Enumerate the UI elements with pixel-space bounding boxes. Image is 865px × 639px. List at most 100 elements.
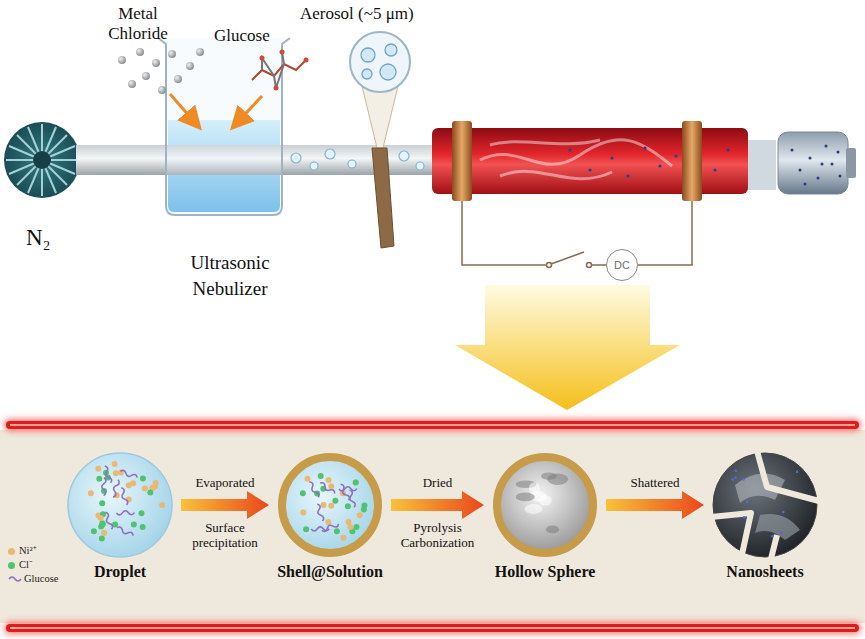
tube-furnace bbox=[452, 121, 472, 201]
shell-stage-shape bbox=[319, 481, 336, 495]
shell-stage-shape bbox=[357, 512, 363, 518]
reagent-label: Glucose bbox=[214, 26, 270, 46]
magnified-aerosol bbox=[362, 69, 372, 79]
stage-caption: Hollow Sphere bbox=[495, 563, 596, 581]
heating-circuit bbox=[462, 201, 692, 268]
process-band bbox=[10, 424, 855, 426]
collection-bottle bbox=[778, 132, 848, 194]
collection-bottle bbox=[791, 145, 842, 186]
collection-bottle bbox=[821, 163, 824, 166]
droplet-stage-shape bbox=[95, 466, 101, 472]
collection-bottle bbox=[809, 157, 812, 160]
feed-arrows bbox=[170, 94, 262, 126]
aerosol-droplets bbox=[399, 151, 409, 161]
magnified-aerosol bbox=[361, 48, 375, 62]
aerosol-droplets bbox=[348, 160, 356, 168]
droplet-stage: Droplet bbox=[63, 451, 177, 583]
tube-furnace bbox=[713, 168, 716, 171]
droplet-stage-shape bbox=[120, 469, 138, 479]
shell-stage-shape bbox=[339, 483, 351, 501]
tube-furnace bbox=[568, 148, 571, 151]
tube-furnace bbox=[682, 121, 702, 201]
beaker bbox=[158, 38, 290, 215]
process-arrow bbox=[391, 491, 484, 519]
nanosheet-stage-shape bbox=[711, 451, 819, 559]
shell-stage-shape bbox=[352, 480, 358, 486]
magnified-aerosol bbox=[350, 32, 410, 248]
tube-furnace bbox=[726, 148, 729, 151]
shell-stage-shape bbox=[325, 519, 331, 525]
nitrogen-fan bbox=[6, 124, 78, 196]
shell-stage-shape bbox=[340, 535, 346, 541]
nitrogen-fan bbox=[4, 122, 80, 198]
nanosheet-stage-shape bbox=[742, 478, 745, 481]
glucose-molecule bbox=[252, 50, 309, 91]
tube-furnace bbox=[643, 146, 646, 149]
shell-stage-shape bbox=[300, 509, 306, 515]
tube-furnace bbox=[674, 154, 677, 157]
shell-stage-shape bbox=[303, 526, 309, 532]
aerosol-droplets bbox=[291, 149, 424, 170]
gas-label: N₂ bbox=[26, 224, 51, 251]
heating-circuit bbox=[587, 263, 592, 268]
shell-stage-shape bbox=[353, 479, 359, 485]
stage-caption-group: Nanosheets bbox=[708, 563, 822, 581]
stage-caption-group: Hollow Sphere bbox=[488, 563, 602, 581]
aerosol-droplets bbox=[325, 149, 335, 159]
legend-row: Glucose bbox=[8, 572, 58, 586]
shell-stage-shape bbox=[318, 473, 324, 479]
metal-chloride-particles bbox=[158, 86, 166, 94]
collection-bottle bbox=[804, 183, 807, 186]
arrow-label: Shattered bbox=[630, 475, 679, 490]
arrow-label: Evaporated bbox=[195, 475, 254, 490]
droplet-stage-shape bbox=[99, 536, 105, 542]
nanosheet-stage-shape bbox=[771, 535, 774, 538]
droplet-stage-shape bbox=[88, 490, 94, 496]
droplet-stage-shape bbox=[91, 528, 97, 534]
shell-stage-shape bbox=[308, 481, 320, 499]
process-note: Surface precipitation bbox=[183, 520, 267, 551]
magnified-aerosol bbox=[362, 86, 398, 148]
legend-text: Cl⁻ bbox=[19, 559, 33, 571]
nanosheet-stage-shape bbox=[708, 451, 822, 559]
droplet-stage-shape bbox=[114, 492, 120, 498]
nanosheet-stage: Nanosheets bbox=[708, 451, 822, 583]
droplet-stage-shape bbox=[159, 502, 165, 508]
collection-bottle bbox=[846, 148, 856, 178]
hollow-sphere-stage-shape bbox=[546, 526, 559, 534]
hollow-sphere-stage-shape bbox=[497, 457, 593, 553]
droplet-stage-shape bbox=[112, 461, 118, 467]
glucose-molecule bbox=[274, 86, 279, 91]
aerosol-label: Aerosol (~5 μm) bbox=[300, 4, 414, 24]
collection-bottle bbox=[791, 149, 794, 152]
tube-furnace bbox=[432, 121, 776, 201]
droplet-stage-shape bbox=[153, 480, 159, 486]
nanosheet-stage-shape bbox=[735, 469, 738, 472]
droplet-stage-shape bbox=[63, 451, 177, 559]
shell-stage-shape bbox=[345, 503, 351, 509]
tube-furnace bbox=[490, 140, 600, 145]
hollow-sphere-stage: Hollow Sphere bbox=[488, 451, 602, 583]
shell-stage-shape bbox=[321, 502, 327, 508]
shell-stage-shape bbox=[311, 527, 329, 531]
legend-row: Cl⁻ bbox=[8, 558, 58, 572]
metal-chloride-particles bbox=[196, 48, 204, 56]
metal-chloride-particles bbox=[174, 75, 182, 83]
nanosheet-stage-shape bbox=[757, 451, 819, 501]
shell-stage-shape bbox=[328, 503, 334, 509]
power-supply: DC bbox=[606, 249, 638, 281]
shell-stage-shape bbox=[361, 507, 367, 513]
shell-stage-shape bbox=[334, 528, 340, 534]
collection-bottle bbox=[831, 163, 834, 166]
droplet-stage-shape bbox=[98, 524, 104, 530]
collection-bottle bbox=[817, 177, 820, 180]
feed-arrows bbox=[170, 94, 198, 126]
droplet-stage-shape bbox=[130, 480, 136, 486]
shell-stage-shape bbox=[305, 476, 311, 482]
droplet-stage-shape bbox=[98, 515, 104, 521]
droplet-stage-shape bbox=[101, 530, 107, 536]
heating-circuit bbox=[638, 201, 692, 265]
shell-stage-shape bbox=[300, 490, 306, 496]
shell-stage-shape bbox=[339, 487, 357, 491]
nanosheet-stage-shape bbox=[743, 516, 746, 519]
